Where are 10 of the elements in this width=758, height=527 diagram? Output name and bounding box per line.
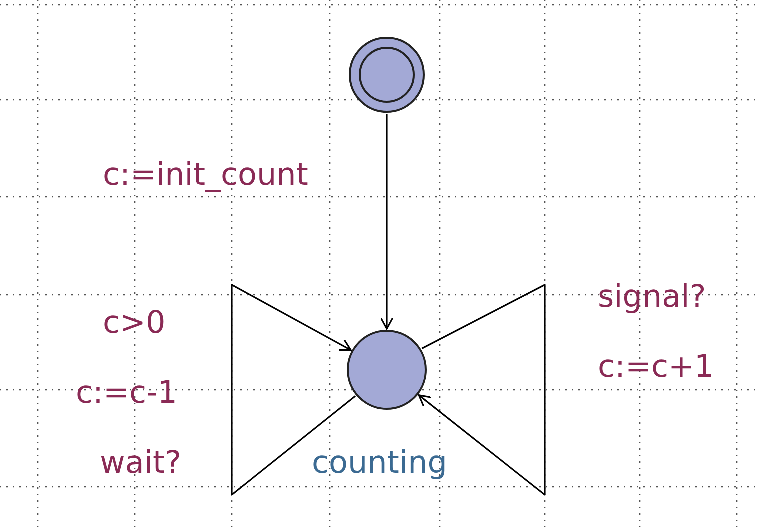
state-name: counting [312, 448, 448, 479]
transition-label: c:=c+1 [598, 352, 714, 383]
edge-label: c:=init_count [103, 160, 308, 191]
transition-label: c>0 [103, 308, 166, 339]
arrow [231, 284, 356, 496]
transition-label: c:=c-1 [76, 378, 178, 409]
transition-label: wait? [100, 448, 182, 479]
arrow [380, 114, 394, 330]
transition-label: signal? [598, 282, 706, 313]
arrow [418, 284, 546, 496]
